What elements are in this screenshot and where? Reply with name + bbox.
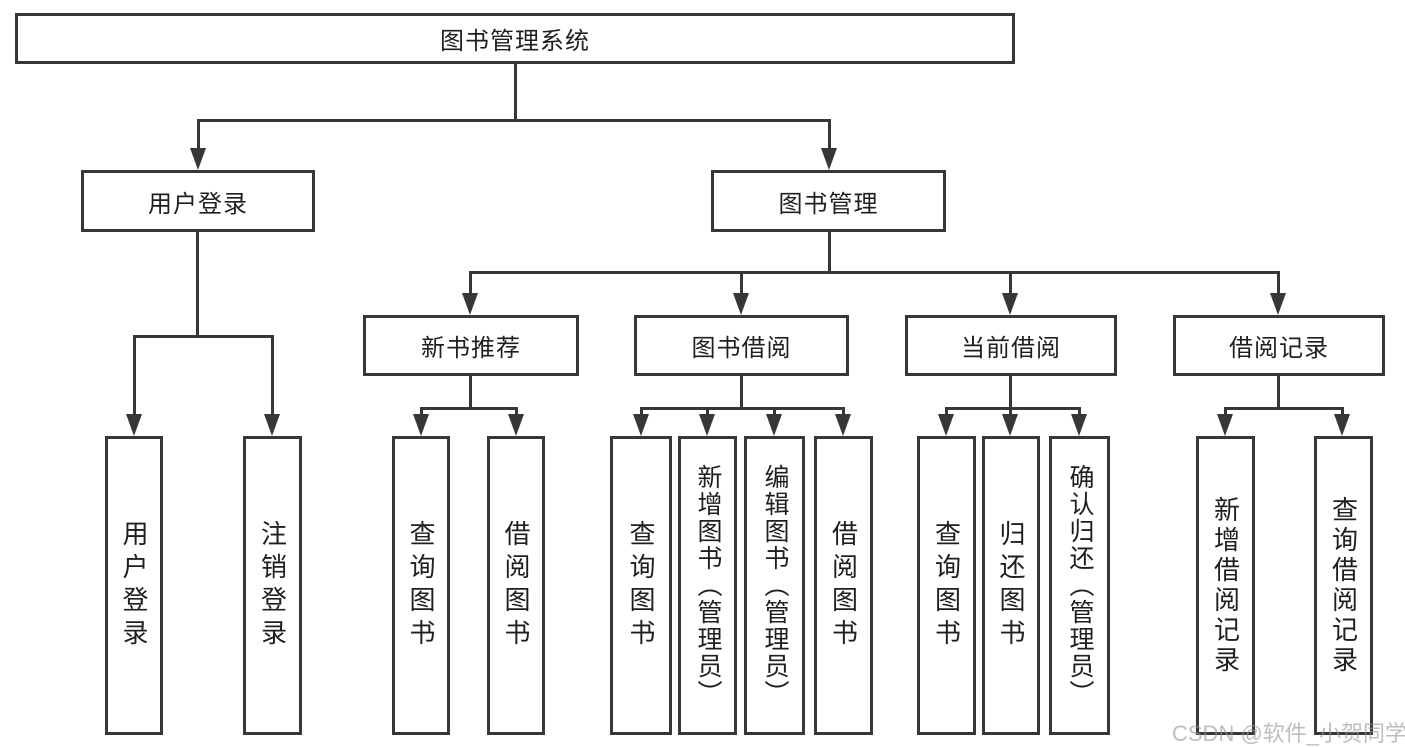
connector-user-branch-stem xyxy=(196,232,199,338)
node-leaf-borrow-books-recommend: 借阅图书 xyxy=(487,436,545,735)
connector-drop-book-borrow xyxy=(740,271,743,295)
node-current-borrow: 当前借阅 xyxy=(905,315,1117,376)
arrowhead-sec0-child1 xyxy=(413,414,429,436)
node-leaf-query-books-current-label: 查询图书 xyxy=(931,519,962,652)
connector-sec2-bar xyxy=(945,407,1081,410)
connector-sec1-drop3 xyxy=(773,407,776,418)
csdn-watermark: CSDN @软件_小贺同学 xyxy=(1172,721,1405,746)
node-leaf-user-login: 用户登录 xyxy=(105,436,163,735)
node-leaf-query-books-current: 查询图书 xyxy=(917,436,976,735)
connector-sec1-drop4 xyxy=(842,407,845,418)
connector-sec2-drop3 xyxy=(1078,407,1081,418)
node-leaf-add-books-admin-label: 新增图书（管理员） xyxy=(694,464,722,707)
connector-sec3-bar xyxy=(1224,407,1344,410)
node-current-borrow-label: 当前借阅 xyxy=(961,335,1061,362)
node-user-login-label: 用户登录 xyxy=(148,190,248,218)
node-leaf-user-login-label: 用户登录 xyxy=(119,519,149,652)
connector-sec3-drop1 xyxy=(1224,407,1227,418)
connector-drop-book-management xyxy=(828,119,831,150)
node-leaf-borrow-books-label: 借阅图书 xyxy=(828,519,859,652)
connector-sec1-drop2 xyxy=(706,407,709,418)
node-leaf-confirm-return-admin: 确认归还（管理员） xyxy=(1049,436,1110,735)
connector-drop-user-login xyxy=(197,119,200,150)
arrowhead-to-login-leaf xyxy=(126,414,142,436)
connector-user-branch-bar xyxy=(133,335,274,338)
arrowhead-sec1-child2 xyxy=(699,414,715,436)
arrowhead-sec1-child3 xyxy=(766,414,782,436)
node-leaf-edit-books-admin-label: 编辑图书（管理员） xyxy=(761,464,789,707)
node-new-book-recommend-label: 新书推荐 xyxy=(421,335,521,362)
node-leaf-confirm-return-admin-label: 确认归还（管理员） xyxy=(1066,464,1094,707)
connector-sec3-drop2 xyxy=(1341,407,1344,418)
arrowhead-sec3-child1 xyxy=(1217,414,1233,436)
connector-drop-borrow-records xyxy=(1277,271,1280,295)
node-leaf-query-borrow-record: 查询借阅记录 xyxy=(1314,436,1373,735)
node-new-book-recommend: 新书推荐 xyxy=(363,315,579,376)
node-leaf-borrow-books: 借阅图书 xyxy=(814,436,873,735)
node-book-borrow-label: 图书借阅 xyxy=(691,335,792,362)
connector-drop-logout-leaf xyxy=(271,335,274,416)
arrowhead-sec0-child2 xyxy=(508,414,524,436)
connector-sec0-drop2 xyxy=(515,407,518,418)
connector-sec2-drop2 xyxy=(1009,407,1012,418)
arrowhead-sec2-child2 xyxy=(1002,414,1018,436)
connector-sec1-stem xyxy=(740,376,743,410)
arrowhead-to-new-book xyxy=(462,293,478,315)
arrowhead-to-current-borrow xyxy=(1002,293,1018,315)
node-leaf-query-borrow-record-label: 查询借阅记录 xyxy=(1328,495,1359,676)
connector-drop-current-borrow xyxy=(1009,271,1012,295)
node-borrow-records-label: 借阅记录 xyxy=(1229,335,1329,362)
connector-sec1-drop1 xyxy=(640,407,643,418)
node-book-management: 图书管理 xyxy=(711,170,946,232)
node-leaf-return-books: 归还图书 xyxy=(982,436,1040,735)
connector-book-branch-bar xyxy=(469,271,1280,274)
connector-book-branch-stem xyxy=(828,232,831,274)
node-leaf-query-books-recommend: 查询图书 xyxy=(392,436,450,735)
node-leaf-add-borrow-record-label: 新增借阅记录 xyxy=(1210,495,1241,676)
arrowhead-sec2-child1 xyxy=(938,414,954,436)
node-leaf-add-books-admin: 新增图书（管理员） xyxy=(678,436,737,735)
node-book-management-label: 图书管理 xyxy=(778,190,879,218)
arrowhead-sec1-child1 xyxy=(633,414,649,436)
connector-sec2-stem xyxy=(1009,376,1012,410)
node-leaf-add-borrow-record: 新增借阅记录 xyxy=(1196,436,1255,735)
connector-sec1-bar xyxy=(640,407,845,410)
connector-sec0-stem xyxy=(469,376,472,410)
node-leaf-query-books-recommend-label: 查询图书 xyxy=(406,519,436,652)
node-leaf-query-books-borrow: 查询图书 xyxy=(610,436,672,735)
connector-sec0-bar xyxy=(420,407,518,410)
node-leaf-return-books-label: 归还图书 xyxy=(996,519,1026,652)
arrowhead-to-book-borrow xyxy=(733,293,749,315)
node-root-label: 图书管理系统 xyxy=(440,28,590,55)
node-leaf-query-books-borrow-label: 查询图书 xyxy=(626,519,656,652)
connector-sec0-drop1 xyxy=(420,407,423,418)
connector-sec3-stem xyxy=(1277,376,1280,410)
node-leaf-logout-label: 注销登录 xyxy=(257,519,288,652)
connector-sec2-drop1 xyxy=(945,407,948,418)
arrowhead-to-borrow-records xyxy=(1270,293,1286,315)
node-leaf-edit-books-admin: 编辑图书（管理员） xyxy=(744,436,805,735)
connector-drop-new-book xyxy=(469,271,472,295)
connector-drop-login-leaf xyxy=(133,335,136,416)
connector-root-stem xyxy=(514,64,517,121)
arrowhead-to-logout-leaf xyxy=(264,414,280,436)
node-book-borrow: 图书借阅 xyxy=(634,315,849,376)
node-root: 图书管理系统 xyxy=(15,13,1015,64)
node-leaf-logout: 注销登录 xyxy=(243,436,302,735)
arrowhead-sec3-child2 xyxy=(1334,414,1350,436)
connector-root-bar xyxy=(197,119,831,122)
arrowhead-sec1-child4 xyxy=(835,414,851,436)
arrowhead-sec2-child3 xyxy=(1071,414,1087,436)
node-borrow-records: 借阅记录 xyxy=(1173,315,1385,376)
node-user-login: 用户登录 xyxy=(81,170,315,232)
node-leaf-borrow-books-recommend-label: 借阅图书 xyxy=(501,519,531,652)
arrowhead-to-user-login xyxy=(190,148,206,170)
arrowhead-to-book-management xyxy=(821,148,837,170)
